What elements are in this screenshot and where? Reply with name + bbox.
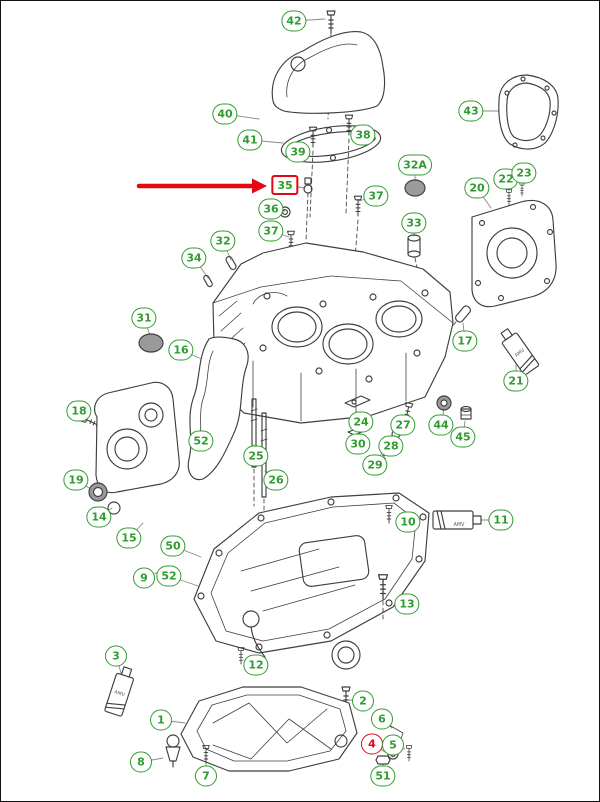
oil-pump	[81, 381, 180, 515]
callout-23[interactable]: 23	[511, 162, 537, 184]
core-plug	[404, 179, 426, 197]
callout-45[interactable]: 45	[450, 426, 476, 448]
rear-seal-flange	[498, 74, 559, 150]
dowels-left	[138, 255, 237, 353]
callout-21[interactable]: 21	[503, 370, 529, 392]
callout-30[interactable]: 30	[345, 433, 371, 455]
callout-25[interactable]: 25	[243, 445, 269, 467]
callout-31[interactable]: 31	[131, 307, 157, 329]
callout-34[interactable]: 34	[181, 247, 207, 269]
callout-32[interactable]: 32	[210, 230, 236, 252]
crank-seal-flange	[471, 182, 557, 308]
callout-14[interactable]: 14	[86, 506, 112, 528]
callout-42[interactable]: 42	[281, 10, 307, 32]
callout-5[interactable]: 5	[382, 734, 404, 756]
callout-27[interactable]: 27	[390, 414, 416, 436]
callout-44[interactable]: 44	[428, 414, 454, 436]
callout-52b[interactable]: 52	[156, 565, 182, 587]
callout-32A[interactable]: 32A	[398, 154, 432, 176]
callout-13[interactable]: 13	[394, 593, 420, 615]
callout-12[interactable]: 12	[243, 654, 269, 676]
sealant-tube-3: AMV	[103, 664, 137, 718]
callout-19[interactable]: 19	[63, 469, 89, 491]
sealant-tube-21: AMV	[496, 325, 540, 377]
callout-37a[interactable]: 37	[258, 220, 284, 242]
callout-38[interactable]: 38	[350, 124, 376, 146]
highlight-arrow	[136, 178, 267, 194]
callout-36[interactable]: 36	[258, 198, 284, 220]
oil-level-sensor	[165, 734, 181, 768]
callout-37b[interactable]: 37	[363, 185, 389, 207]
oil-pan	[180, 686, 358, 772]
callout-18[interactable]: 18	[66, 400, 92, 422]
breather-cover	[271, 10, 386, 120]
windage-tray	[193, 492, 430, 670]
callout-50[interactable]: 50	[160, 535, 186, 557]
callout-4[interactable]: 4	[361, 733, 383, 755]
callout-20[interactable]: 20	[464, 177, 490, 199]
timing-frame	[187, 336, 249, 481]
callout-29[interactable]: 29	[362, 454, 388, 476]
callout-52a[interactable]: 52	[188, 430, 214, 452]
callout-33[interactable]: 33	[401, 212, 427, 234]
callout-3[interactable]: 3	[105, 645, 127, 667]
callout-7[interactable]: 7	[195, 765, 217, 787]
callout-24[interactable]: 24	[348, 411, 374, 433]
callout-8[interactable]: 8	[130, 751, 152, 773]
engine-block	[212, 242, 454, 424]
callout-39[interactable]: 39	[285, 141, 311, 163]
callout-35[interactable]: 35	[271, 175, 299, 195]
callout-15[interactable]: 15	[116, 527, 142, 549]
loose-bolts	[341, 504, 393, 710]
callout-40[interactable]: 40	[212, 103, 238, 125]
tube-label: AMV	[514, 347, 527, 358]
callout-1[interactable]: 1	[150, 709, 172, 731]
callout-16[interactable]: 16	[168, 339, 194, 361]
sealant-tube-11: AMV	[432, 510, 482, 530]
tube-label: AMV	[454, 522, 465, 528]
callout-9[interactable]: 9	[133, 567, 155, 589]
callout-43[interactable]: 43	[458, 100, 484, 122]
callout-10[interactable]: 10	[395, 511, 421, 533]
callout-51[interactable]: 51	[370, 765, 396, 787]
callout-6[interactable]: 6	[371, 708, 393, 730]
callout-17[interactable]: 17	[452, 330, 478, 352]
tube-label: AMV	[113, 689, 126, 698]
callout-11[interactable]: 11	[488, 509, 514, 531]
callout-41[interactable]: 41	[237, 129, 263, 151]
callout-26[interactable]: 26	[263, 469, 289, 491]
callout-28[interactable]: 28	[378, 435, 404, 457]
oil-pickup	[237, 610, 266, 665]
callout-2[interactable]: 2	[352, 690, 374, 712]
